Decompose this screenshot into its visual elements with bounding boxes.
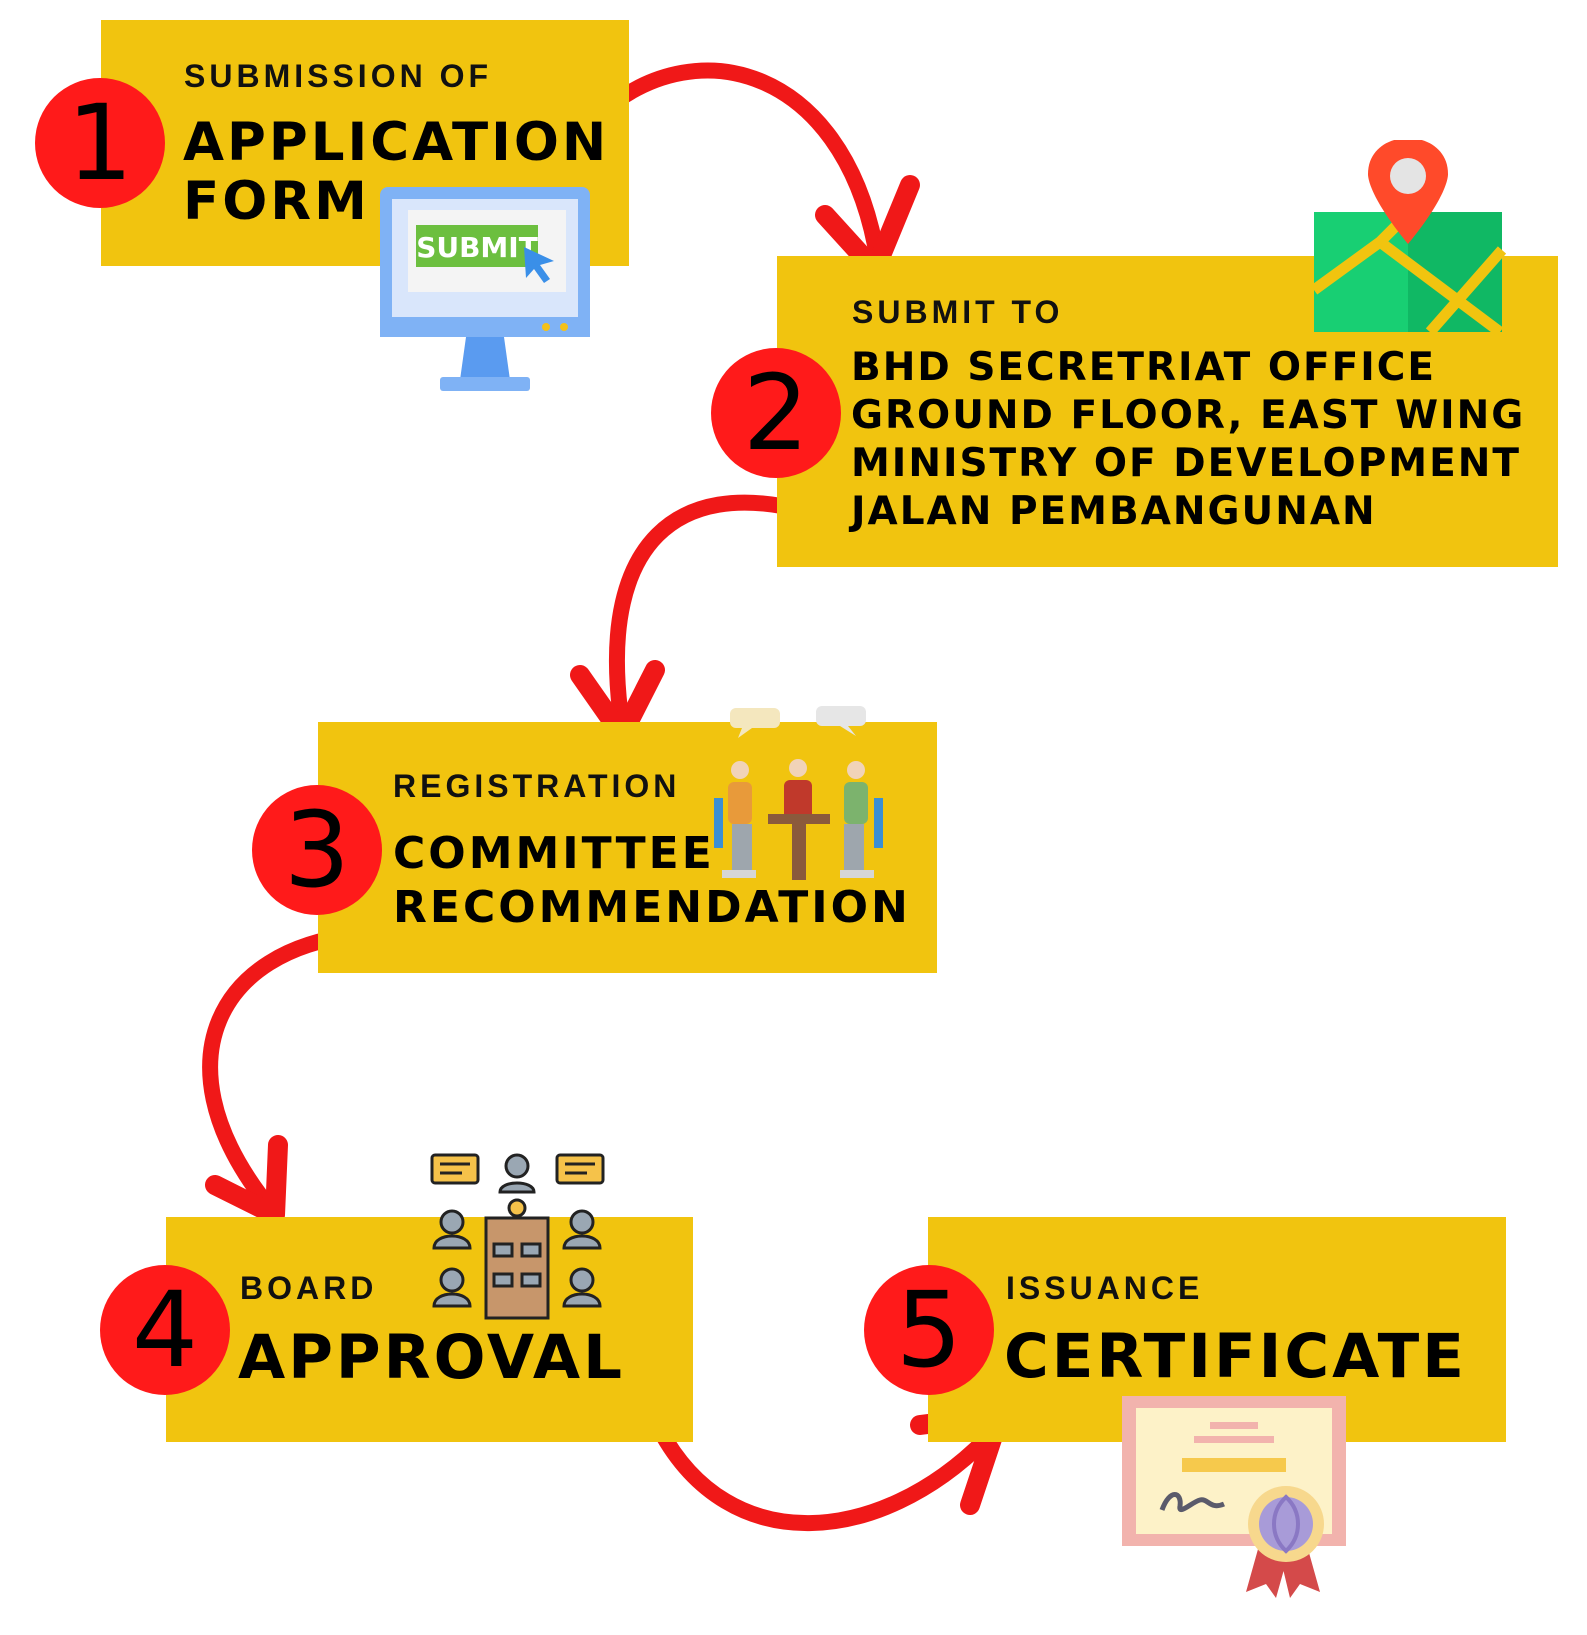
step-3-box [318,722,937,973]
arrow-1-to-2 [597,62,883,253]
step-4-label-small: BOARD [240,1270,378,1306]
step-2-label-small: SUBMIT TO [852,294,1064,330]
step-4-number-circle: 4 [100,1265,230,1395]
step-3-label-small: REGISTRATION [393,768,681,804]
step-4-number: 4 [131,1269,199,1391]
step-2-address-line-1: BHD SECRETRIAT OFFICE [851,345,1437,390]
certificate-icon [1122,1396,1346,1598]
step-1-label-small: SUBMISSION OF [184,58,493,94]
submit-button-label: SUBMIT [416,231,538,264]
meeting-icon [714,706,883,880]
step-5-label-big-1: CERTIFICATE [1004,1321,1467,1392]
step-1-label-big-1: APPLICATION [183,112,610,173]
step-2-address-line-3: MINISTRY OF DEVELOPMENT [851,441,1521,486]
step-1-label-big-2: FORM [183,171,370,232]
step-3-number: 3 [283,789,351,911]
step-2-address-line-4: JALAN PEMBANGUNAN [851,489,1377,534]
step-1-number-circle: 1 [35,78,165,208]
board-meeting-icon [430,1153,605,1320]
step-5-number: 5 [895,1269,963,1391]
arrowhead-3 [205,1135,288,1225]
step-3-label-big-1: COMMITTEE [393,828,715,879]
map-pin-icon [1310,140,1506,335]
computer-submit-icon: SUBMIT [380,187,590,391]
arrow-4-to-5 [652,1422,993,1532]
step-4-box [166,1217,693,1442]
arrow-2-to-3 [608,494,808,718]
step-5-number-circle: 5 [864,1265,994,1395]
step-5-label-small: ISSUANCE [1006,1270,1204,1306]
step-2-address-line-2: GROUND FLOOR, EAST WING [851,393,1526,438]
step-2-number: 2 [742,352,810,474]
step-3-number-circle: 3 [252,785,382,915]
step-3-label-big-2: RECOMMENDATION [393,882,911,933]
step-1-number: 1 [66,82,134,204]
step-2-number-circle: 2 [711,348,841,478]
arrow-3-to-4 [202,927,363,1203]
step-4-label-big-1: APPROVAL [238,1322,625,1393]
